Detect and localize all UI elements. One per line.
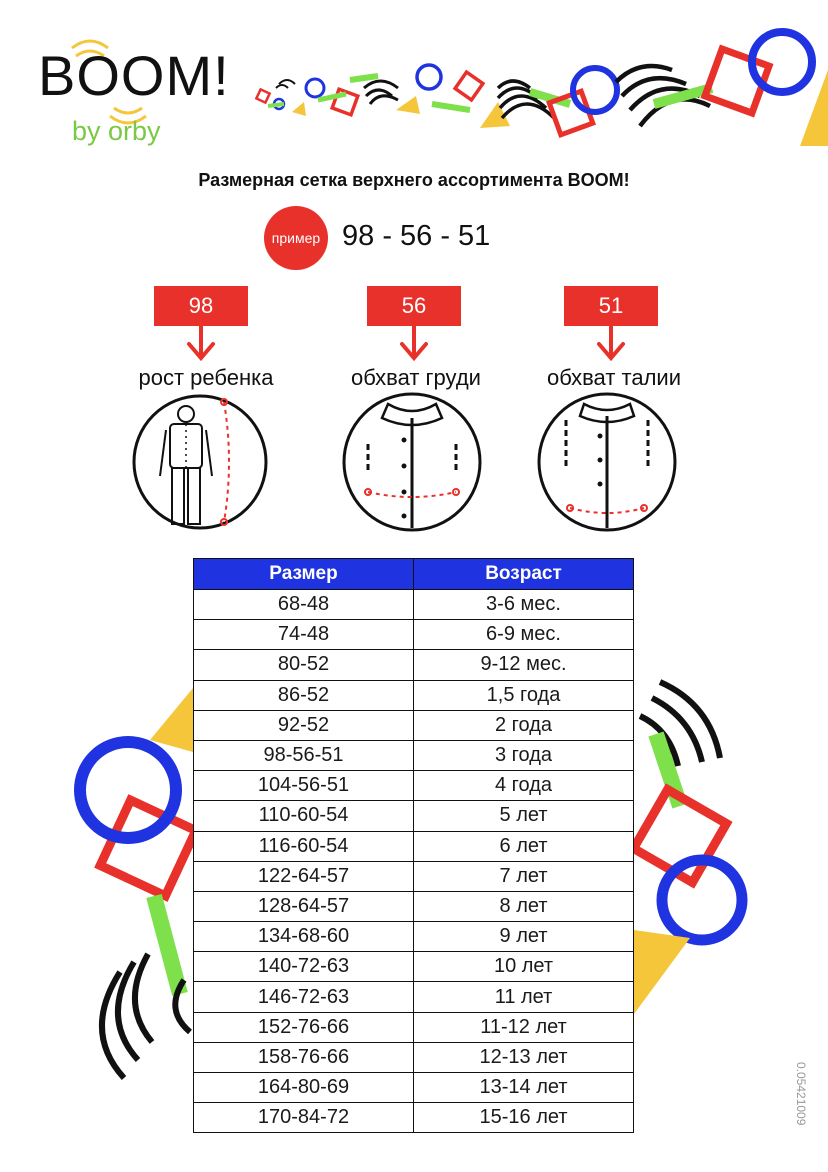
right-decor (627, 679, 748, 1014)
illustration-waist (537, 392, 677, 532)
cell-size: 86-52 (193, 679, 414, 711)
measure-waist-label: обхват талии (547, 365, 681, 390)
side-code: 0.05421009 (794, 1062, 808, 1126)
example-value: 98 - 56 - 51 (342, 220, 491, 252)
cell-age: 11 лет (413, 981, 634, 1013)
cell-age: 9-12 мес. (413, 649, 634, 681)
cell-size: 158-76-66 (193, 1041, 414, 1074)
measure-height-value: 98 (154, 286, 248, 326)
cell-size: 170-84-72 (193, 1102, 414, 1134)
cell-size: 164-80-69 (193, 1071, 414, 1104)
cell-size: 128-64-57 (193, 890, 414, 923)
cell-size: 92-52 (193, 709, 414, 741)
logo-waves (71, 39, 147, 125)
cell-age: 3 года (413, 739, 634, 772)
example-badge: пример (264, 206, 328, 270)
cell-size: 152-76-66 (193, 1011, 414, 1043)
cell-age: 5 лет (413, 800, 634, 832)
measure-chest-label: обхват груди (351, 365, 481, 390)
cell-size: 116-60-54 (193, 830, 414, 862)
cell-age: 12-13 лет (413, 1041, 634, 1074)
cell-age: 6-9 мес. (413, 619, 634, 651)
measure-height-label: рост ребенка (138, 365, 274, 390)
measure-arrows (187, 324, 625, 362)
cell-age: 7 лет (413, 860, 634, 892)
cell-size: 68-48 (193, 588, 414, 621)
cell-age: 8 лет (413, 890, 634, 923)
cell-size: 122-64-57 (193, 860, 414, 892)
measure-chest-value: 56 (367, 286, 461, 326)
cell-age: 11-12 лет (413, 1011, 634, 1043)
measure-waist-value: 51 (564, 286, 658, 326)
cell-size: 146-72-63 (193, 981, 414, 1013)
cell-age: 4 года (413, 770, 634, 802)
cell-size: 98-56-51 (193, 739, 414, 772)
cell-age: 10 лет (413, 951, 634, 983)
cell-size: 74-48 (193, 619, 414, 651)
cell-size: 140-72-63 (193, 951, 414, 983)
column-header-age: Возраст (413, 558, 634, 590)
cell-age: 13-14 лет (413, 1071, 634, 1104)
column-header-size: Размер (193, 558, 414, 590)
illustration-chest (342, 392, 482, 532)
cell-size: 104-56-51 (193, 770, 414, 802)
cell-age: 15-16 лет (413, 1102, 634, 1134)
cell-age: 1,5 года (413, 679, 634, 711)
page-title: Размерная сетка верхнего ассортимента BO… (198, 170, 630, 190)
cell-age: 3-6 мес. (413, 588, 634, 621)
brand-logo: BOOM! (38, 44, 230, 107)
cell-size: 80-52 (193, 649, 414, 681)
table-header-row: Размер Возраст (193, 558, 634, 590)
cell-size: 110-60-54 (193, 800, 414, 832)
cell-size: 134-68-60 (193, 921, 414, 953)
illustration-height (132, 394, 268, 530)
header-decor (254, 28, 828, 146)
cell-age: 2 года (413, 709, 634, 741)
left-decor (74, 688, 202, 1081)
cell-age: 9 лет (413, 921, 634, 953)
cell-age: 6 лет (413, 830, 634, 862)
brand-sub: by orby (72, 116, 161, 146)
